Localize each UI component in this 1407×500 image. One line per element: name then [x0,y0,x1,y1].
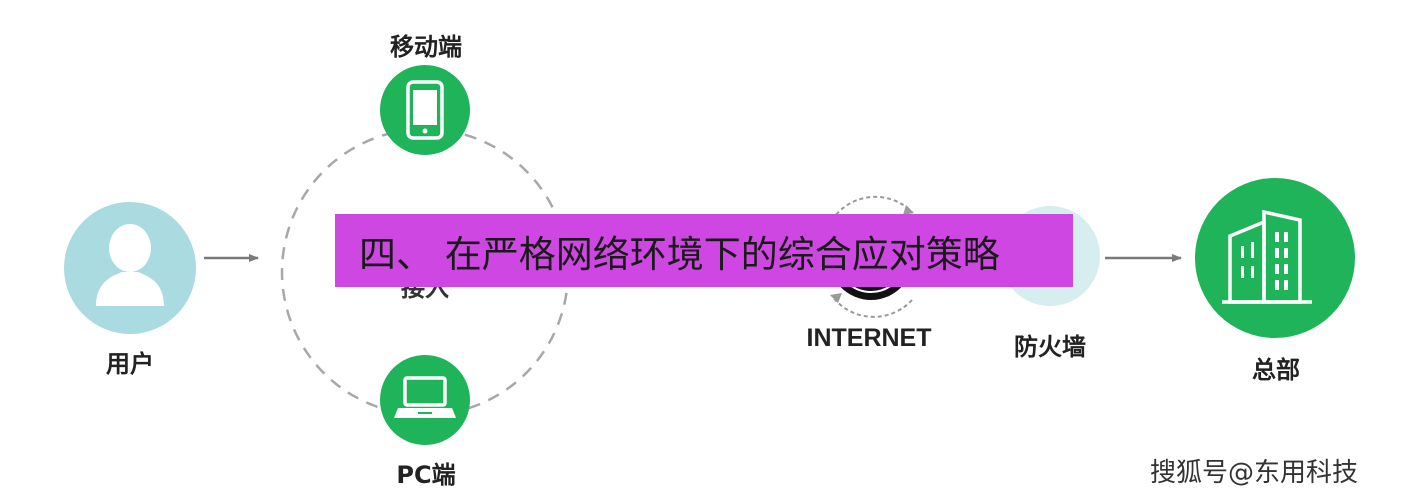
cycle-arrow-icon [831,195,913,221]
mobile-node [380,65,470,155]
hq-node [1195,178,1355,338]
laptop-icon [394,376,456,418]
pc-label: PC端 [396,461,456,489]
firewall-label: 防火墙 [1014,333,1086,361]
mobile-label: 移动端 [390,33,462,61]
watermark-text: 搜狐号@东用科技 [1150,458,1359,488]
banner-title: 四、 在严格网络环境下的综合应对策略 [359,232,1000,276]
smartphone-icon [406,80,444,140]
building-icon [1222,209,1312,304]
hq-label: 总部 [1252,356,1300,384]
user-label: 用户 [106,350,154,378]
title-banner: 四、 在严格网络环境下的综合应对策略 [335,214,1073,287]
internet-label: INTERNET [806,324,932,352]
person-icon [96,224,164,306]
user-node [64,202,196,334]
cycle-arrow-icon [831,295,913,318]
pc-node [380,355,470,445]
